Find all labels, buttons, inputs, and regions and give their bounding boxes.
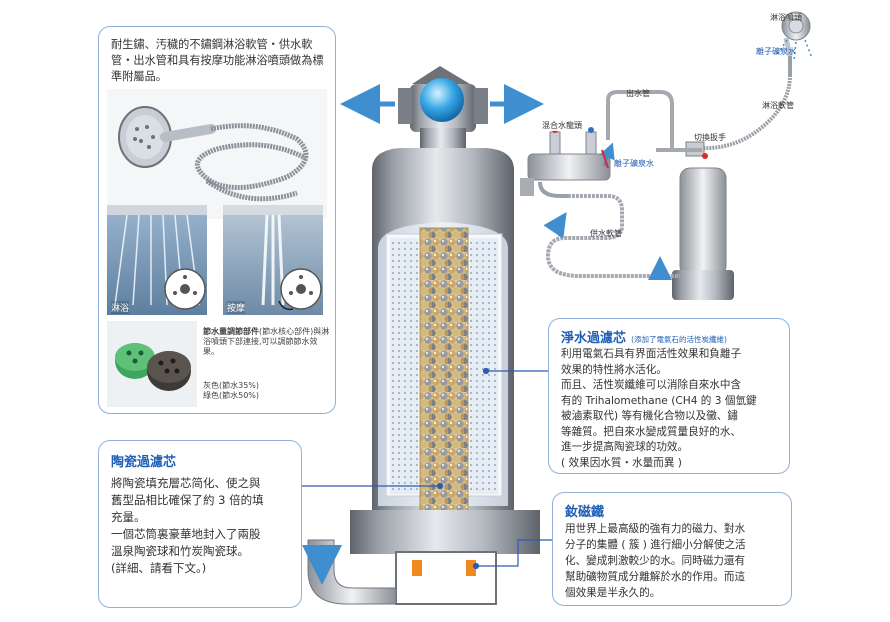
ceramic-line: 舊型品相比確保了約 3 倍的填	[111, 493, 264, 507]
saver-title: 節水量調節部件	[203, 327, 259, 336]
label-mixing-faucet: 混合水龍頭	[540, 120, 584, 131]
label-outlet-pipe: 出水管	[626, 89, 650, 98]
purifier-line: 效果的特性將水活化。	[561, 363, 667, 376]
saver-color-gray: 灰色(節水35%)	[203, 381, 260, 390]
ceramic-line: 將陶瓷填充層芯简化、使之與	[111, 476, 261, 490]
saver-description: 與淋浴噴頭下部連接,可以調節節水效果。	[203, 327, 330, 356]
mini-filter-icon	[679, 167, 727, 277]
purifier-line: 有的 Trihalomethane (CH4 的 3 個氫鍵	[561, 394, 757, 407]
magnet-title: 釹磁鐵	[565, 505, 605, 520]
ceramic-filter-card: 陶瓷過濾芯 將陶瓷填充層芯简化、使之與 舊型品相比確保了約 3 倍的填 充量。 …	[98, 440, 302, 608]
magnet-line: 分子的集體 ( 簇 ) 進行細小分解使之活	[565, 539, 746, 551]
mixing-faucet-icon	[527, 153, 611, 181]
magnet-line: 化、變成刺激較少的水。同時磁力還有	[565, 555, 746, 567]
purifier-subtitle: (添加了電氣石的活性炭纖維)	[631, 335, 727, 344]
ceramic-line: (詳細、請看下文。)	[111, 561, 207, 575]
ceramic-line: 充量。	[111, 510, 146, 524]
purifier-line: 而且、活性炭纖維可以消除自來水中含	[561, 379, 742, 391]
magnet-line: 幫助礦物質成分離解於水的作用。而這	[565, 571, 746, 583]
label-shower-head: 淋浴噴頭	[770, 13, 802, 22]
shower-hose-photo	[107, 89, 327, 219]
label-ion-water-2: 離子礦泉水	[614, 159, 654, 168]
accessories-card: 耐生鏽、汚穢的不鏽鋼淋浴軟管・供水軟管・出水管和具有按摩功能淋浴噴頭做為標準附屬…	[98, 26, 336, 414]
mode-label-shower: 淋浴	[111, 301, 130, 314]
purifier-filter-card: 淨水過濾芯 (添加了電氣石的活性炭纖維) 利用電氣石具有界面活性效果和負離子 效…	[548, 318, 790, 474]
magnet-line: 用世界上最高級的強有力的磁力、對水	[565, 523, 746, 535]
saver-color-green: 綠色(節水50%)	[203, 391, 260, 400]
valve-knob-icon	[420, 78, 464, 122]
label-supply-pipe: 供水軟管	[590, 229, 622, 238]
label-shower-hose: 淋浴軟管	[762, 101, 794, 110]
activated-carbon-fiber-layer	[390, 238, 418, 494]
main-filter	[302, 66, 544, 605]
spray-mode-photo-massage: 按摩	[223, 205, 323, 315]
purifier-title: 淨水過濾芯	[561, 331, 627, 346]
accessories-description: 耐生鏽、汚穢的不鏽鋼淋浴軟管・供水軟管・出水管和具有按摩功能淋浴噴頭做為標準附屬…	[111, 38, 324, 83]
label-ion-water-1: 離子礦泉水	[756, 47, 796, 56]
ceramic-line: 一個芯筒裏豪華地封入了兩股	[111, 527, 261, 541]
purifier-line: 被滷素取代) 等有機化合物以及黴、鏽	[561, 410, 738, 422]
purifier-body: 利用電氣石具有界面活性效果和負離子 效果的特性將水活化。 而且、活性炭纖維可以消…	[561, 347, 789, 471]
label-switch-handle: 切換扳手	[694, 133, 726, 142]
magnet-card: 釹磁鐵 用世界上最高級的強有力的磁力、對水 分子的集體 ( 簇 ) 進行細小分解…	[552, 492, 792, 606]
water-saver-photo	[107, 321, 197, 407]
filter-base	[350, 510, 540, 554]
ceramic-body: 將陶瓷填充層芯简化、使之與 舊型品相比確保了約 3 倍的填 充量。 一個芯筒裏豪…	[111, 475, 301, 577]
ceramic-line: 溫泉陶瓷球和竹炭陶瓷球。	[111, 544, 249, 558]
ceramic-title: 陶瓷過濾芯	[111, 455, 177, 470]
purifier-line: 進一步提高陶瓷球的功效。	[561, 441, 689, 453]
install-diagram	[520, 11, 813, 300]
purifier-line: 利用電氣石具有界面活性效果和負離子	[561, 348, 742, 360]
purifier-line: ( 效果因水質・水量而異 )	[561, 456, 682, 469]
magnet-body: 用世界上最高級的強有力的磁力、對水 分子的集體 ( 簇 ) 進行細小分解使之活 …	[565, 521, 791, 601]
purifier-line: 等雜質。把自來水變成質量良好的水、	[561, 425, 742, 438]
spray-mode-photo-shower: 淋浴	[107, 205, 207, 315]
magnet-line: 個效果是半永久的。	[565, 587, 661, 599]
mode-label-massage: 按摩	[227, 301, 246, 314]
saver-title-note: (節水核心部件)	[259, 327, 314, 336]
